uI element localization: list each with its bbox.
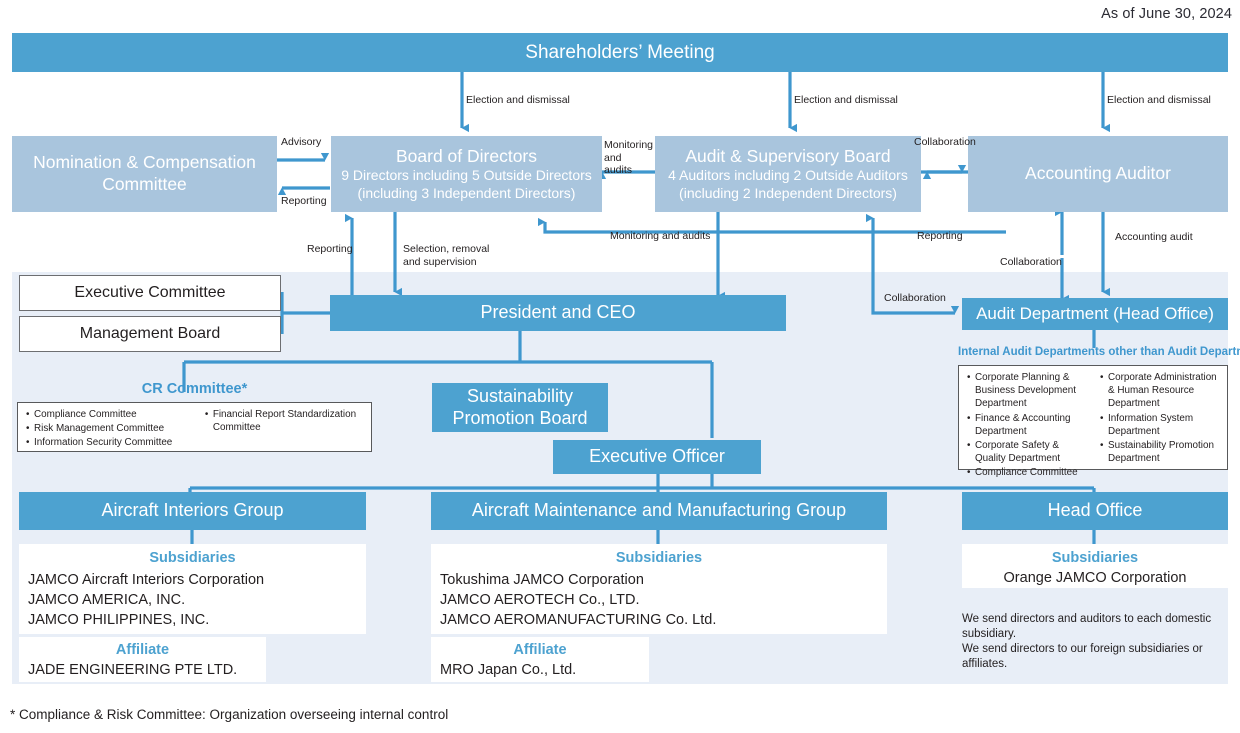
list-item: Compliance Committee [967, 466, 1092, 479]
subsidiaries-label-2: Subsidiaries [1051, 550, 1139, 566]
board-of-directors-title: Board of Directors [395, 145, 538, 166]
audit-department-box[interactable]: Audit Department (Head Office) [962, 298, 1228, 330]
list-item: Corporate Administration & Human Resourc… [1100, 371, 1225, 411]
internal-audit-departments-list: Corporate Planning & Business Developmen… [958, 365, 1228, 480]
list-item: JAMCO Aircraft Interiors Corporation [28, 572, 265, 588]
management-board-box[interactable]: Management Board [19, 316, 281, 352]
list-item: Risk Management Committee [26, 422, 197, 435]
audit-supervisory-board-line3: (including 2 Independent Directors) [679, 184, 897, 201]
list-item: Corporate Safety & Quality Department [967, 439, 1092, 465]
dispatch-note: We send directors and auditors to each d… [962, 613, 1212, 670]
board-of-directors-line2: 9 Directors including 5 Outside Director… [341, 167, 592, 184]
internal-audit-departments-label: Internal Audit Departments other than Au… [958, 346, 1240, 358]
board-of-directors-line3: (including 3 Independent Directors) [357, 184, 576, 201]
president-ceo-box[interactable]: President and CEO [330, 295, 786, 331]
group-affiliate-card-1: Affiliate MRO Japan Co., Ltd. [431, 637, 649, 682]
sustainability-promotion-board-box[interactable]: Sustainability Promotion Board [432, 383, 608, 432]
label-advisory: Advisory [281, 136, 322, 148]
list-item: JADE ENGINEERING PTE LTD. [28, 662, 238, 678]
cr-committee-title: CR Committee* [141, 381, 248, 397]
group-header-aircraft-interiors[interactable]: Aircraft Interiors Group [19, 492, 366, 530]
board-of-directors-box[interactable]: Board of Directors 9 Directors including… [331, 136, 602, 212]
subsidiaries-label-1: Subsidiaries [615, 550, 703, 566]
accounting-auditor-label: Accounting Auditor [1025, 163, 1171, 184]
cr-committee-list: Compliance Committee Risk Management Com… [17, 402, 372, 452]
list-item: JAMCO PHILIPPINES, INC. [28, 612, 210, 628]
executive-committee-box[interactable]: Executive Committee [19, 275, 281, 311]
label-election-dismissal-2: Election and dismissal [794, 94, 898, 106]
list-item: Compliance Committee [26, 408, 197, 421]
group-subsidiaries-card-0: Subsidiaries JAMCO Aircraft Interiors Co… [19, 544, 366, 634]
label-collaboration-audit-dept: Collaboration [884, 292, 946, 304]
audit-supervisory-board-line2: 4 Auditors including 2 Outside Auditors [668, 167, 908, 184]
audit-supervisory-board-title: Audit & Supervisory Board [685, 145, 891, 166]
group-header-aircraft-maintenance[interactable]: Aircraft Maintenance and Manufacturing G… [431, 492, 887, 530]
group-header-head-office[interactable]: Head Office [962, 492, 1228, 530]
list-item: Sustainability Promotion Department [1100, 439, 1225, 465]
footnote: * Compliance & Risk Committee: Organizat… [10, 707, 449, 722]
label-reporting-president-board: Reporting [307, 243, 353, 255]
label-election-dismissal-1: Election and dismissal [466, 94, 570, 106]
group-affiliate-card-0: Affiliate JADE ENGINEERING PTE LTD. [19, 637, 266, 682]
label-monitoring-and-audits-short-text: Monitoring and audits [604, 139, 654, 176]
list-item: Tokushima JAMCO Corporation [440, 572, 644, 588]
internal-audit-right-list: Corporate Administration & Human Resourc… [1092, 371, 1225, 469]
list-item: Financial Report Standardization Committ… [205, 408, 369, 434]
list-item: Information Security Committee [26, 436, 197, 449]
cr-committee-left-list: Compliance Committee Risk Management Com… [18, 408, 197, 451]
label-accounting-audit: Accounting audit [1115, 231, 1193, 243]
affiliate-label-1: Affiliate [513, 642, 567, 658]
accounting-auditor-box[interactable]: Accounting Auditor [968, 136, 1228, 212]
list-item: JAMCO AEROTECH Co., LTD. [440, 592, 640, 608]
nomination-compensation-committee-box[interactable]: Nomination & Compensation Committee [12, 136, 277, 212]
label-collaboration-asb-auditdept: Collaboration [1000, 256, 1062, 268]
shareholders-meeting-box[interactable]: Shareholders’ Meeting [12, 33, 1228, 72]
group-subsidiaries-card-1: Subsidiaries Tokushima JAMCO Corporation… [431, 544, 887, 634]
label-monitoring-and-audits-short: Monitoring and audits [604, 139, 654, 177]
label-reporting-asb: Reporting [917, 230, 963, 242]
nomination-committee-label: Nomination & Compensation Committee [33, 152, 256, 194]
group-subsidiaries-card-2: Subsidiaries Orange JAMCO Corporation [962, 544, 1228, 588]
label-monitoring-and-audits-mid: Monitoring and audits [610, 230, 711, 242]
cr-committee-right-list: Financial Report Standardization Committ… [197, 408, 369, 451]
list-item: JAMCO AEROMANUFACTURING Co. Ltd. [440, 612, 717, 628]
label-selection-removal-supervision-text: Selection, removal and supervision [403, 243, 490, 268]
label-reporting-nomination: Reporting [281, 195, 327, 207]
affiliate-label-0: Affiliate [115, 642, 170, 658]
list-item: Information System Department [1100, 412, 1225, 438]
executive-officer-box[interactable]: Executive Officer [553, 440, 761, 474]
label-collaboration-top: Collaboration [914, 136, 976, 148]
list-item: Orange JAMCO Corporation [1003, 570, 1187, 586]
list-item: MRO Japan Co., Ltd. [440, 662, 577, 678]
internal-audit-left-list: Corporate Planning & Business Developmen… [959, 371, 1092, 480]
audit-supervisory-board-box[interactable]: Audit & Supervisory Board 4 Auditors inc… [655, 136, 921, 212]
subsidiaries-label-0: Subsidiaries [149, 550, 236, 566]
list-item: Finance & Accounting Department [967, 412, 1092, 438]
label-election-dismissal-3: Election and dismissal [1107, 94, 1211, 106]
list-item: Corporate Planning & Business Developmen… [967, 371, 1092, 411]
internal-audit-departments-label-text: Internal Audit Departments other than Au… [958, 346, 1240, 358]
as-of-date: As of June 30, 2024 [1101, 6, 1232, 22]
label-selection-removal-supervision: Selection, removal and supervision [403, 243, 508, 268]
list-item: JAMCO AMERICA, INC. [28, 592, 186, 608]
